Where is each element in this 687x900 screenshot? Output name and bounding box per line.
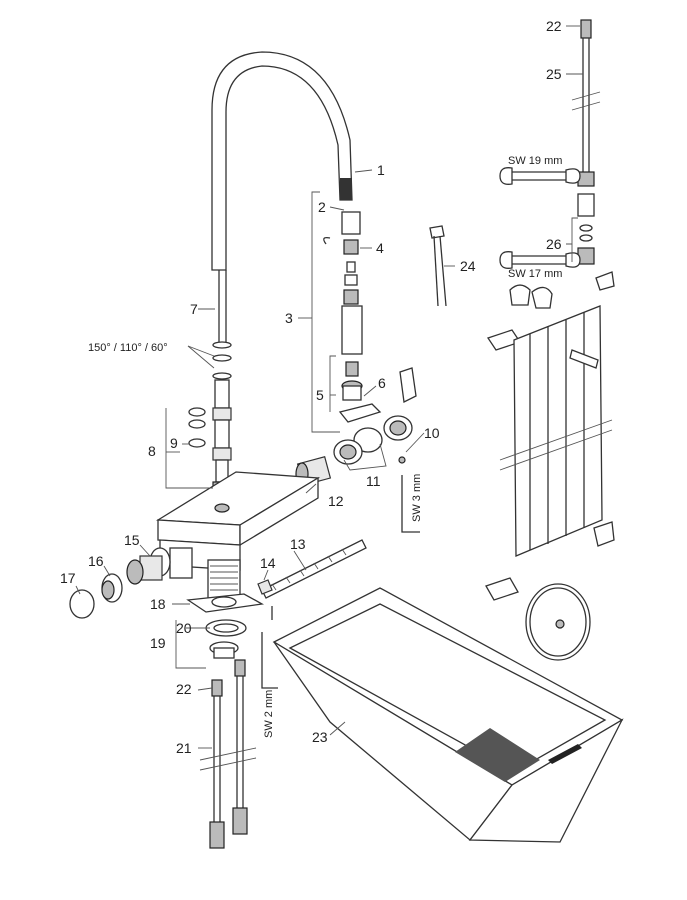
callout-labels: 1 2 3 4 5 6 7 8 9 10 11 12 13 14 15 16 1… (60, 18, 562, 756)
o-rings-8-9 (188, 407, 206, 448)
label-part-22-top: 22 (546, 18, 562, 34)
label-part-8: 8 (148, 443, 156, 459)
label-part-20: 20 (176, 620, 192, 636)
strip-13-14 (257, 539, 367, 620)
leader-lines (75, 25, 583, 749)
wrench-17-annotation: SW 17 mm (508, 268, 562, 280)
allen-key-2mm (261, 632, 278, 689)
label-part-13: 13 (290, 536, 306, 552)
label-part-10: 10 (424, 425, 440, 441)
round-cover (525, 583, 591, 661)
label-part-22-bottom: 22 (176, 681, 192, 697)
rail-frame (499, 305, 613, 557)
mounting-nuts (205, 619, 247, 659)
label-part-16: 16 (88, 553, 104, 569)
label-part-1: 1 (377, 162, 385, 178)
sink-basin (272, 587, 624, 843)
swivel-stem (212, 341, 232, 495)
side-valve (69, 547, 171, 619)
label-part-4: 4 (376, 240, 384, 256)
label-part-5: 5 (316, 387, 324, 403)
label-part-19: 19 (150, 635, 166, 651)
allen-3mm-annotation: SW 3 mm (411, 474, 423, 522)
label-part-3: 3 (285, 310, 293, 326)
wrench-19-annotation: SW 19 mm (508, 155, 562, 167)
label-part-14: 14 (260, 555, 276, 571)
label-part-24: 24 (460, 258, 476, 274)
part-24-hanger (429, 225, 447, 307)
supply-hoses (199, 659, 257, 849)
label-part-18: 18 (150, 596, 166, 612)
wrench-19 (499, 167, 581, 185)
swivel-angle-annotation: 150° / 110° / 60° (88, 342, 168, 354)
spout-hose (211, 51, 353, 345)
label-part-25: 25 (546, 66, 562, 82)
mounting-plate-18 (186, 593, 265, 613)
label-part-23: 23 (312, 729, 328, 745)
right-supply-hose (571, 19, 601, 265)
label-part-9: 9 (170, 435, 178, 451)
label-part-26: 26 (546, 236, 562, 252)
label-part-11: 11 (366, 473, 381, 489)
allen-key-3mm (401, 475, 420, 533)
label-part-21: 21 (176, 740, 192, 756)
label-part-6: 6 (378, 375, 386, 391)
pull-out-assembly (323, 211, 363, 401)
label-part-12: 12 (328, 493, 344, 509)
lever-handle (333, 367, 417, 465)
allen-2mm-annotation: SW 2 mm (263, 690, 275, 738)
label-part-17: 17 (60, 570, 76, 586)
label-part-7: 7 (190, 301, 198, 317)
label-part-2: 2 (318, 199, 326, 215)
label-part-15: 15 (124, 532, 140, 548)
wrench-17 (499, 251, 581, 269)
